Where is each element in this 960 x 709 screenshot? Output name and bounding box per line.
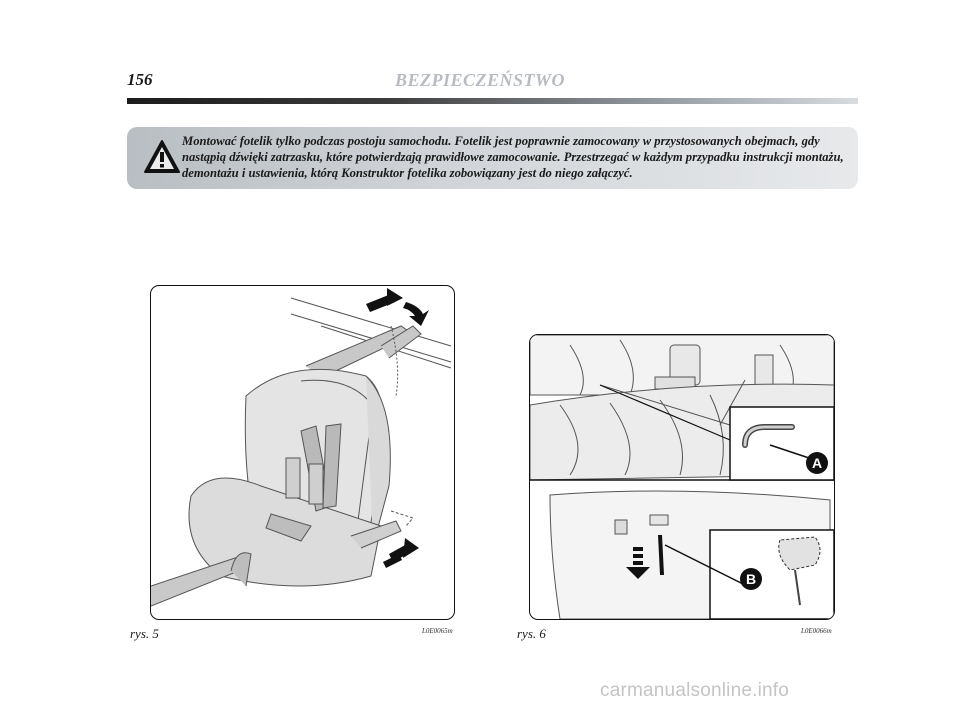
callout-b-badge [740,568,762,590]
warning-box: Montować fotelik tylko podczas postoju s… [127,127,858,189]
page-number: 156 [127,70,153,89]
watermark: carmanualsonline.info [600,680,790,701]
header-rule [127,98,858,104]
isofix-illustration: A B [530,335,834,619]
section-title: BEZPIECZEŃSTWO [395,70,566,90]
callout-a-label: A [812,455,822,471]
figure-5-code: L0E0065m [422,627,453,635]
figure-6-code: L0E0066m [801,627,832,635]
figure-5-caption: rys. 5 [130,626,159,641]
child-seat-illustration [151,288,452,607]
warning-triangle-icon [144,140,180,173]
callout-b-label: B [746,571,756,587]
figure-6-isofix-anchorages: A B [529,334,835,620]
warning-text: Montować fotelik tylko podczas postoju s… [182,134,844,180]
figure-6-caption: rys. 6 [517,626,546,641]
callout-a-badge [806,452,828,474]
figure-5-child-seat [150,285,455,620]
